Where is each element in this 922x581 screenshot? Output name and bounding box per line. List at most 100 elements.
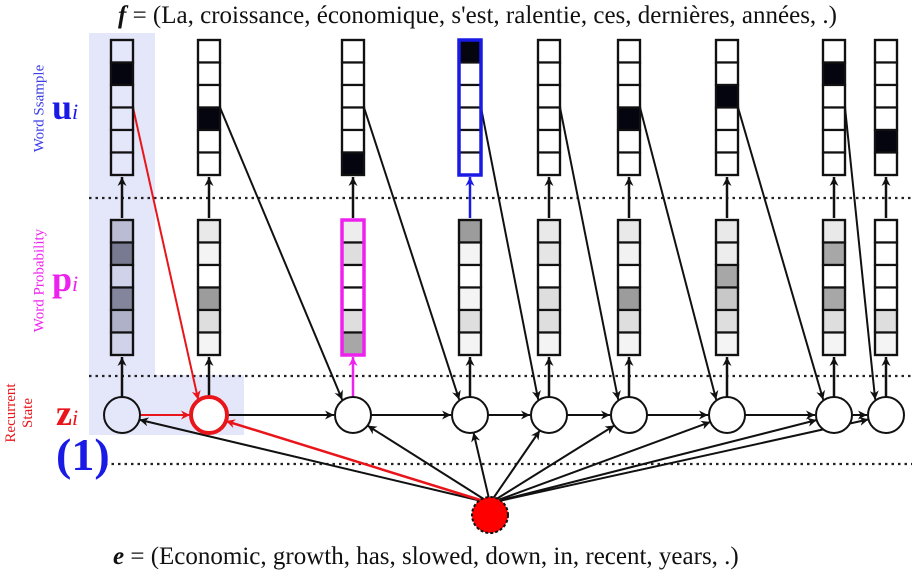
sample-cell — [873, 61, 899, 87]
u-symbol: ui — [52, 87, 79, 127]
prob-cell — [821, 263, 847, 289]
french-sentence: f = (La, croissance, économique, s'est, … — [118, 2, 837, 30]
prob-vector — [536, 218, 562, 357]
step-marker: (1) — [56, 429, 110, 480]
sample-cell — [714, 151, 740, 177]
encoder-edge — [489, 429, 541, 504]
sample-vector — [714, 38, 740, 177]
prob-cell — [340, 308, 366, 334]
sample-cell — [196, 128, 222, 154]
prob-cell — [616, 331, 642, 357]
prob-vector — [457, 218, 483, 357]
prob-cell — [109, 308, 135, 334]
prob-cell — [536, 218, 562, 244]
state-node — [103, 396, 141, 434]
encoder-edge — [471, 432, 491, 504]
prob-cell — [873, 218, 899, 244]
sample-cell — [616, 61, 642, 87]
sample-cell — [821, 61, 847, 87]
sample-cell — [457, 83, 483, 109]
sample-cell — [340, 61, 366, 87]
sample-cell — [109, 38, 135, 64]
prob-cell — [714, 263, 740, 289]
prob-cell — [457, 241, 483, 267]
prob-cell — [109, 331, 135, 357]
word-probability-label: Word Probability — [31, 228, 48, 333]
prob-cell — [821, 308, 847, 334]
sample-vector — [821, 38, 847, 177]
sample-cell — [821, 83, 847, 109]
sample-cell — [196, 151, 222, 177]
prob-cell — [714, 308, 740, 334]
encoder-edge — [367, 424, 491, 504]
sample-cell — [536, 128, 562, 154]
sample-cell — [340, 151, 366, 177]
prob-cell — [457, 263, 483, 289]
prob-cell — [821, 331, 847, 357]
prob-cell — [340, 286, 366, 312]
feedback-edge — [132, 107, 201, 400]
prob-cell — [196, 218, 222, 244]
encoder-edge — [225, 419, 491, 505]
sample-cell — [616, 38, 642, 64]
prob-cell — [196, 286, 222, 312]
prob-vector — [714, 218, 740, 357]
prob-cell — [616, 241, 642, 267]
sample-cell — [196, 106, 222, 132]
sample-cell — [714, 106, 740, 132]
sample-cell — [536, 151, 562, 177]
prob-cell — [536, 331, 562, 357]
prob-cell — [196, 241, 222, 267]
state-node — [708, 396, 746, 434]
prob-cell — [457, 308, 483, 334]
sample-cell — [873, 106, 899, 132]
prob-cell — [873, 241, 899, 267]
prob-cell — [821, 241, 847, 267]
sample-cell — [536, 106, 562, 132]
english-sentence: e = (Economic, growth, has, slowed, down… — [113, 543, 739, 571]
sample-cell — [457, 61, 483, 87]
sample-cell — [340, 128, 366, 154]
feedback-edge — [363, 107, 461, 401]
feedback-edge — [559, 107, 621, 400]
prob-cell — [616, 218, 642, 244]
sample-cell — [873, 38, 899, 64]
sample-cell — [340, 106, 366, 132]
sample-cell — [873, 128, 899, 154]
feedback-edge — [639, 107, 719, 400]
state-node — [451, 396, 489, 434]
prob-cell — [873, 308, 899, 334]
prob-cell — [536, 263, 562, 289]
sample-cell — [457, 38, 483, 64]
prob-vector — [196, 218, 222, 357]
sample-vector — [457, 38, 483, 177]
sample-cell — [340, 38, 366, 64]
prob-cell — [340, 241, 366, 267]
feedback-edge — [480, 107, 541, 400]
sample-cell — [457, 151, 483, 177]
sample-cell — [714, 128, 740, 154]
state-node — [867, 396, 905, 434]
prob-cell — [196, 331, 222, 357]
word-sample-label: Word Ssample — [31, 64, 48, 153]
sample-vector — [109, 38, 135, 177]
sample-cell — [714, 38, 740, 64]
sample-cell — [714, 83, 740, 109]
encoder-edge — [139, 417, 491, 504]
sample-cell — [109, 61, 135, 87]
state-node — [815, 396, 853, 434]
sample-cell — [457, 106, 483, 132]
prob-cell — [109, 286, 135, 312]
prob-cell — [457, 331, 483, 357]
sample-cell — [821, 106, 847, 132]
prob-cell — [616, 286, 642, 312]
prob-cell — [536, 241, 562, 267]
f-symbol: f — [118, 2, 127, 29]
prob-cell — [873, 263, 899, 289]
prob-vector — [873, 218, 899, 357]
e-words: = (Economic, growth, has, slowed, down, … — [130, 543, 739, 570]
prob-cell — [536, 286, 562, 312]
prob-cell — [714, 218, 740, 244]
sample-vector — [536, 38, 562, 177]
